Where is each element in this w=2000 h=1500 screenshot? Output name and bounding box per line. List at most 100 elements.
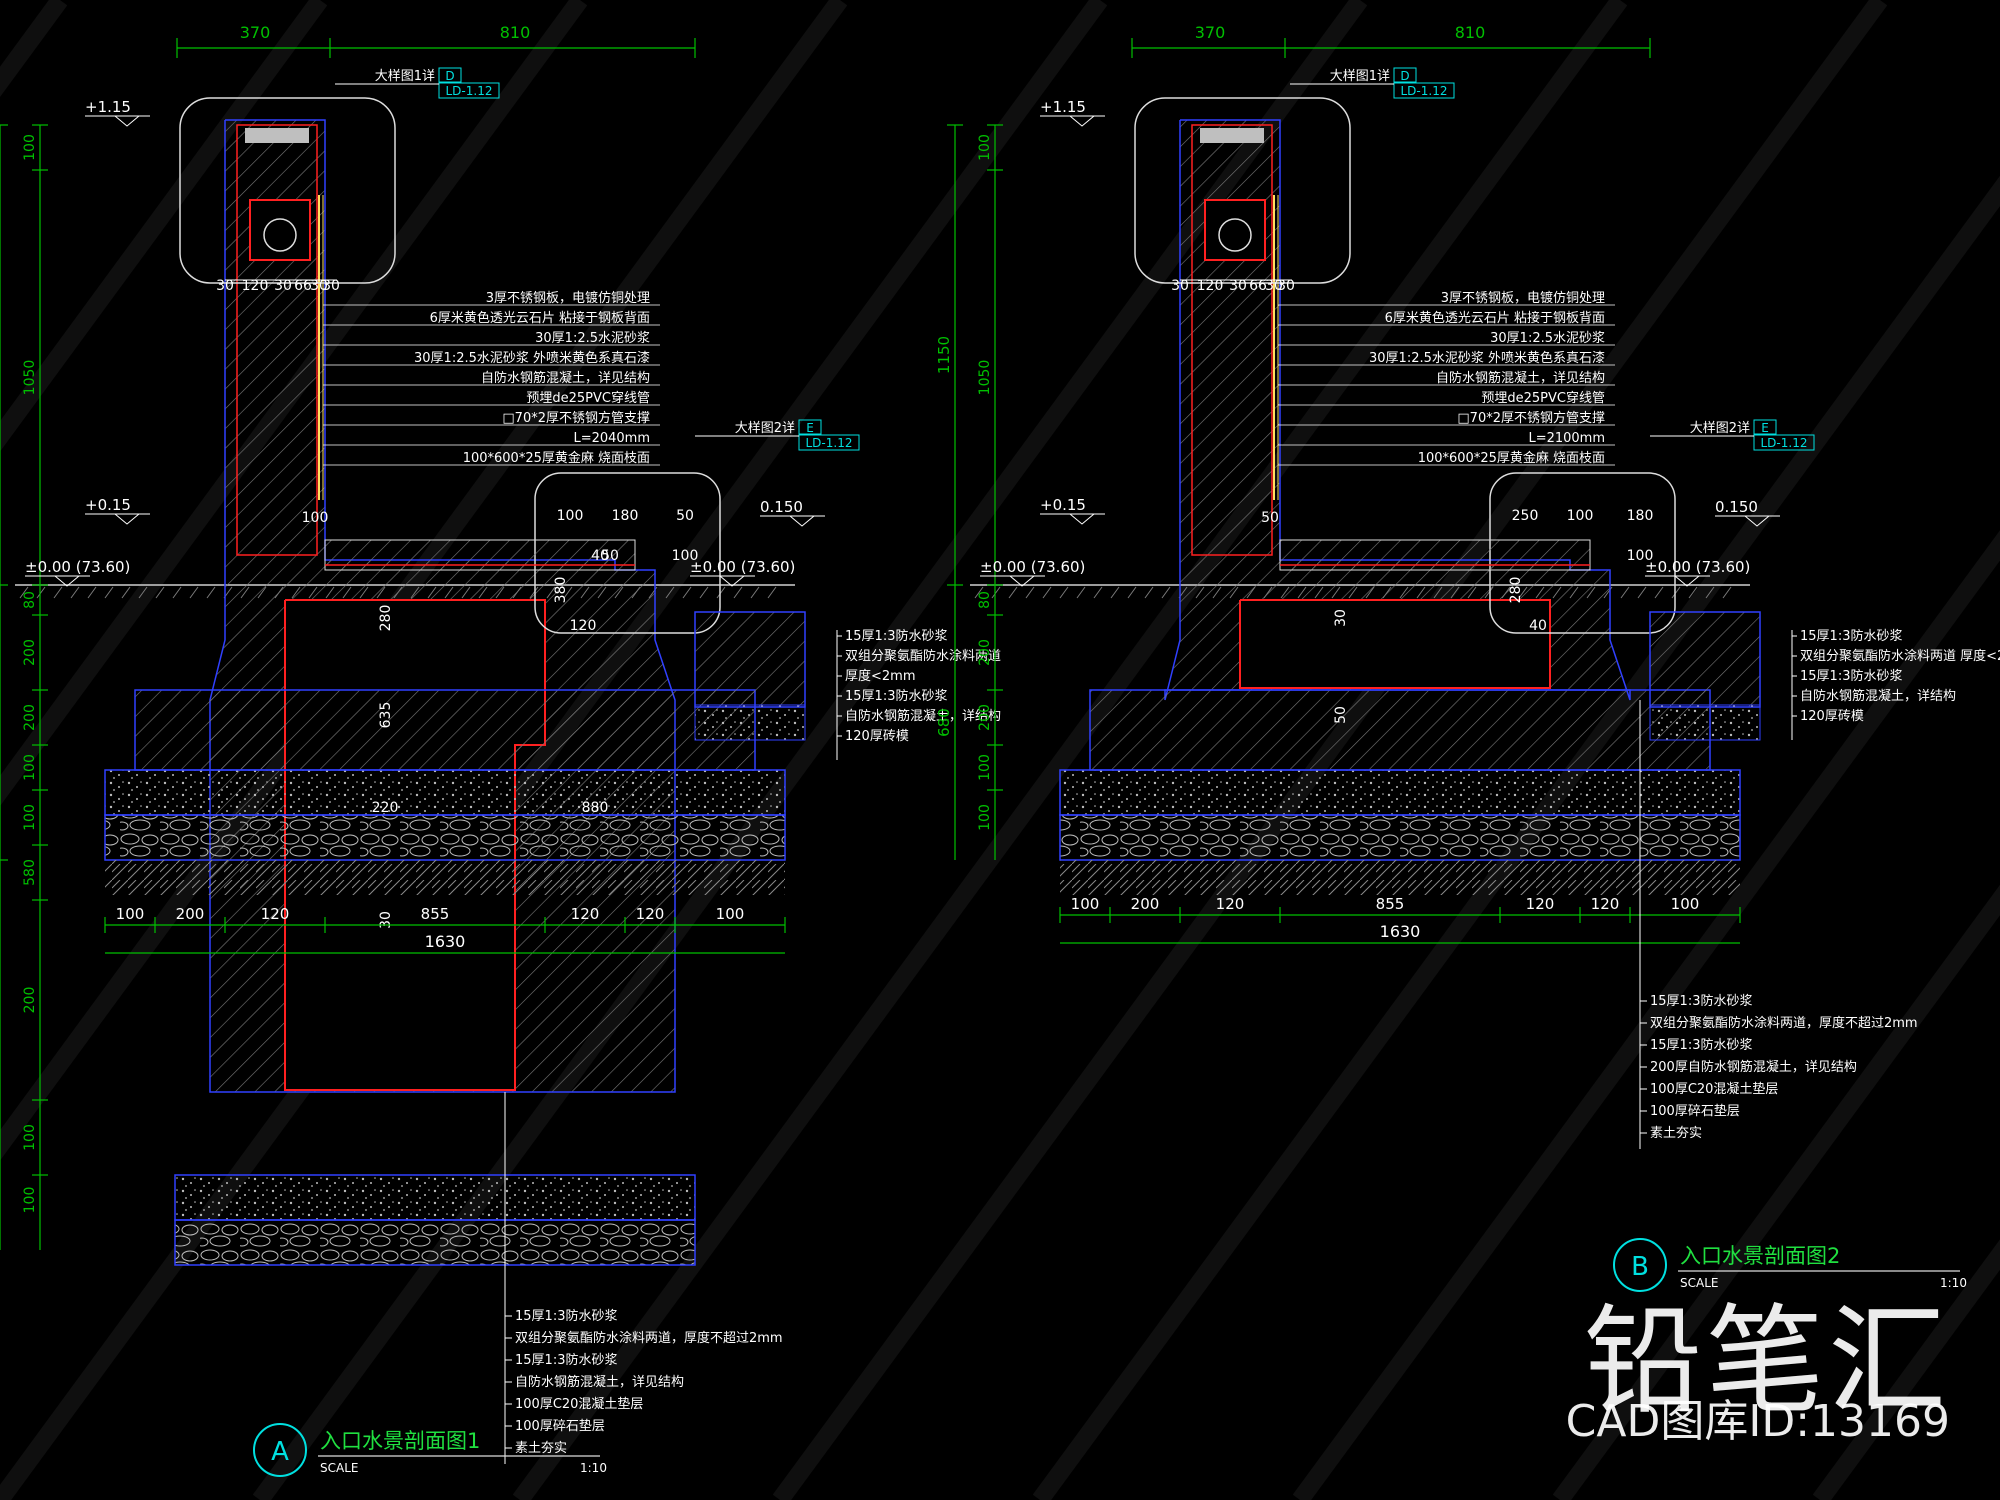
small-dim: 120: [1197, 278, 1224, 294]
wall-note: 自防水钢筋混凝土，详见结构: [1436, 370, 1605, 386]
footing-concrete: [1089, 689, 1711, 771]
soil-tick: [699, 586, 709, 599]
watermark-brand: 铅笔汇: [1583, 1292, 1950, 1430]
detail-ref-text: 大样图2详: [735, 421, 795, 436]
level-marker: +0.15: [85, 496, 131, 514]
small-dim: 100: [302, 510, 329, 526]
lamp-circle: [1218, 218, 1252, 252]
side-bedding: [694, 704, 806, 741]
soil-tick: [1705, 586, 1715, 599]
watermark-stripe: [1292, 530, 2000, 1500]
dim-bottom: 120: [636, 905, 665, 923]
base-gravel-layer: [174, 1219, 696, 1266]
dim-bottom: 120: [1526, 895, 1555, 913]
section-title: 入口水景剖面图1: [320, 1429, 480, 1453]
base-note: 100厚碎石垫层: [1650, 1103, 1740, 1119]
soil-tick: [189, 586, 199, 599]
wall-note: 30厚1:2.5水泥砂浆 外喷米黄色系真石漆: [1369, 350, 1605, 366]
detail-ref-box: [438, 67, 462, 83]
soil-tick: [87, 586, 97, 599]
soil-tick: [1127, 586, 1137, 599]
lamp-circle: [263, 218, 297, 252]
side-note: 自防水钢筋混凝土，详结构: [845, 708, 1001, 724]
small-dim: 30: [1333, 609, 1349, 627]
dim-top-1: 370: [240, 23, 271, 42]
detail-ref-text: 大样图2详: [1690, 421, 1750, 436]
footing-c20-layer: [104, 769, 786, 816]
wall-note: 6厚米黄色透光云石片 粘接于钢板背面: [1385, 310, 1605, 326]
wall-note: 30厚1:2.5水泥砂浆: [1490, 331, 1605, 346]
level-triangle: [54, 575, 80, 587]
soil-tick: [53, 586, 63, 599]
watermark-stripe: [0, 0, 588, 807]
soil-tick: [767, 586, 777, 599]
dim-left-inner: 100: [22, 804, 38, 831]
dim-bottom: 855: [1376, 895, 1405, 913]
footing-c20-layer: [1059, 769, 1741, 816]
level-triangle: [1069, 115, 1095, 127]
small-dim: 66: [294, 278, 312, 294]
small-dim: 40: [591, 548, 609, 564]
soil-tick: [1161, 586, 1171, 599]
soil-tick: [1110, 586, 1120, 599]
dim-left-inner: 100: [22, 1124, 38, 1151]
wall-note: L=2100mm: [1528, 431, 1605, 446]
small-dim: 180: [612, 508, 639, 524]
side-note: 自防水钢筋混凝土，详结构: [1800, 688, 1956, 704]
side-note: 双组分聚氨酯防水涂料两道 厚度<2mm: [1800, 648, 2000, 664]
small-dim: 180: [1627, 508, 1654, 524]
soil-tick: [716, 586, 726, 599]
wall-note: 预埋de25PVC穿线管: [526, 390, 650, 406]
soil-tick: [1620, 586, 1630, 599]
dim-left-outer: 1150: [935, 336, 953, 374]
dim-left-inner: 1050: [977, 360, 993, 396]
level-marker: +1.15: [85, 98, 131, 116]
wall-note: 6厚米黄色透光云石片 粘接于钢板背面: [430, 310, 650, 326]
footing-gravel-layer: [1059, 814, 1741, 861]
detail-ref-sheet-box: [1753, 434, 1815, 451]
soil-tick: [1144, 586, 1154, 599]
soil-tick: [121, 586, 131, 599]
detail-ref-code: E: [806, 421, 814, 435]
soil-tick: [1025, 586, 1035, 599]
wall-note: 3厚不锈钢板，电镀仿铜处理: [486, 290, 650, 306]
level-triangle: [114, 115, 140, 127]
base-note: 双组分聚氨酯防水涂料两道，厚度不超过2mm: [515, 1330, 783, 1346]
level-marker: ±0.00 (73.60): [25, 558, 130, 576]
side-curb: [694, 611, 806, 708]
soil-tick: [733, 586, 743, 599]
dim-bottom: 120: [1216, 895, 1245, 913]
side-note: 15厚1:3防水砂浆: [1800, 668, 1902, 684]
small-dim: 50: [1333, 706, 1349, 724]
wall-note: 3厚不锈钢板，电镀仿铜处理: [1441, 290, 1605, 306]
dim-bottom: 200: [1131, 895, 1160, 913]
soil-tick: [1059, 586, 1069, 599]
base-note: 双组分聚氨酯防水涂料两道，厚度不超过2mm: [1650, 1015, 1918, 1031]
soil-tick: [1654, 586, 1664, 599]
level-marker: 0.150: [760, 498, 803, 516]
level-triangle: [1009, 575, 1035, 587]
dim-top-2: 810: [500, 23, 531, 42]
level-triangle: [1069, 513, 1095, 525]
soil-tick: [1637, 586, 1647, 599]
small-dim: 30: [310, 278, 328, 294]
dim-left-inner: 100: [977, 804, 993, 831]
soil-tick: [1076, 586, 1086, 599]
wall-note: 预埋de25PVC穿线管: [1481, 390, 1605, 406]
water-tank-interior: [1239, 599, 1551, 689]
detail-bubble-d: [1134, 97, 1351, 284]
small-dim: 30: [322, 278, 340, 294]
base-note: 素土夯实: [515, 1441, 567, 1456]
section-label: A: [271, 1437, 289, 1467]
scale-label: SCALE: [1680, 1276, 1718, 1290]
wall-note: 自防水钢筋混凝土，详见结构: [481, 370, 650, 386]
soil-tick: [19, 586, 29, 599]
detail-ref-code: E: [1761, 421, 1769, 435]
detail-ref-box: [798, 419, 822, 435]
soil-tick: [1671, 586, 1681, 599]
dim-left-outer: 680: [935, 708, 953, 737]
dim-left-inner: 200: [977, 639, 993, 666]
wall-note: □70*2厚不锈钢方管支撑: [502, 410, 650, 426]
